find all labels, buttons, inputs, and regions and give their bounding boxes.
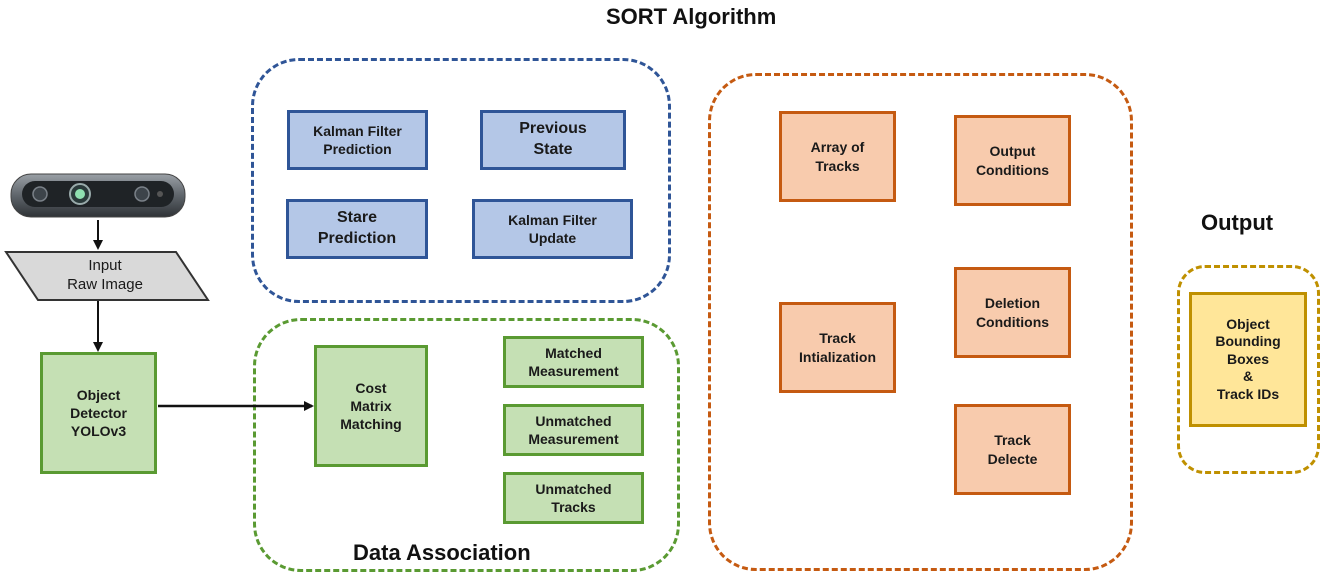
- object-detector-label: Object Detector YOLOv3: [70, 386, 127, 440]
- input-raw-image-shape: [4, 251, 210, 301]
- kalman-filter-group: [251, 58, 671, 303]
- output-conditions-node: Output Conditions: [954, 115, 1071, 206]
- previous-state-node: Previous State: [480, 110, 626, 170]
- unmatched-tracks-node: Unmatched Tracks: [503, 472, 644, 524]
- previous-state-label: Previous State: [519, 120, 587, 158]
- deletion-conditions-node: Deletion Conditions: [954, 267, 1071, 358]
- kalman-filter-prediction-label: Kalman Filter Prediction: [313, 122, 402, 157]
- sort-algorithm-title: SORT Algorithm: [606, 4, 777, 29]
- kalman-filter-update-node: Kalman Filter Update: [472, 199, 633, 259]
- output-conditions-label: Output Conditions: [975, 143, 1050, 178]
- track-delete-node: Track Delecte: [954, 404, 1071, 495]
- track-delete-label: Track Delecte: [987, 432, 1038, 467]
- array-of-tracks-label: Array of Tracks: [810, 139, 865, 174]
- unmatched-measurement-node: Unmatched Measurement: [503, 404, 644, 456]
- deletion-conditions-label: Deletion Conditions: [975, 295, 1050, 330]
- data-association-group: [253, 318, 680, 572]
- input-raw-image-label: Input Raw Image: [67, 257, 143, 293]
- output-title: Output: [1201, 210, 1274, 235]
- stare-prediction-label: Stare Prediction: [317, 209, 397, 247]
- track-initialization-node: Track Intialization: [779, 302, 896, 393]
- array-of-tracks-node: Array of Tracks: [779, 111, 896, 202]
- cost-matrix-matching-node: Cost Matrix Matching: [314, 345, 428, 467]
- output-bounding-boxes-node: Object Bounding Boxes & Track IDs: [1189, 292, 1307, 427]
- data-association-title: Data Association: [353, 540, 531, 565]
- depth-camera-icon: [10, 173, 186, 218]
- cost-matrix-matching-label: Cost Matrix Matching: [340, 379, 402, 433]
- output-bounding-boxes-label: Object Bounding Boxes & Track IDs: [1215, 315, 1281, 402]
- stare-prediction-node: Stare Prediction: [286, 199, 428, 259]
- unmatched-measurement-label: Unmatched Measurement: [528, 412, 619, 447]
- object-detector-node: Object Detector YOLOv3: [40, 352, 157, 474]
- output-group: [1177, 265, 1320, 474]
- matched-measurement-label: Matched Measurement: [528, 344, 619, 379]
- kalman-filter-update-label: Kalman Filter Update: [508, 211, 597, 246]
- input-raw-image: Input Raw Image: [40, 252, 170, 300]
- track-management-group: [708, 73, 1133, 571]
- unmatched-tracks-label: Unmatched Tracks: [535, 480, 612, 515]
- matched-measurement-node: Matched Measurement: [503, 336, 644, 388]
- track-initialization-label: Track Intialization: [799, 330, 876, 365]
- kalman-filter-prediction-node: Kalman Filter Prediction: [287, 110, 428, 170]
